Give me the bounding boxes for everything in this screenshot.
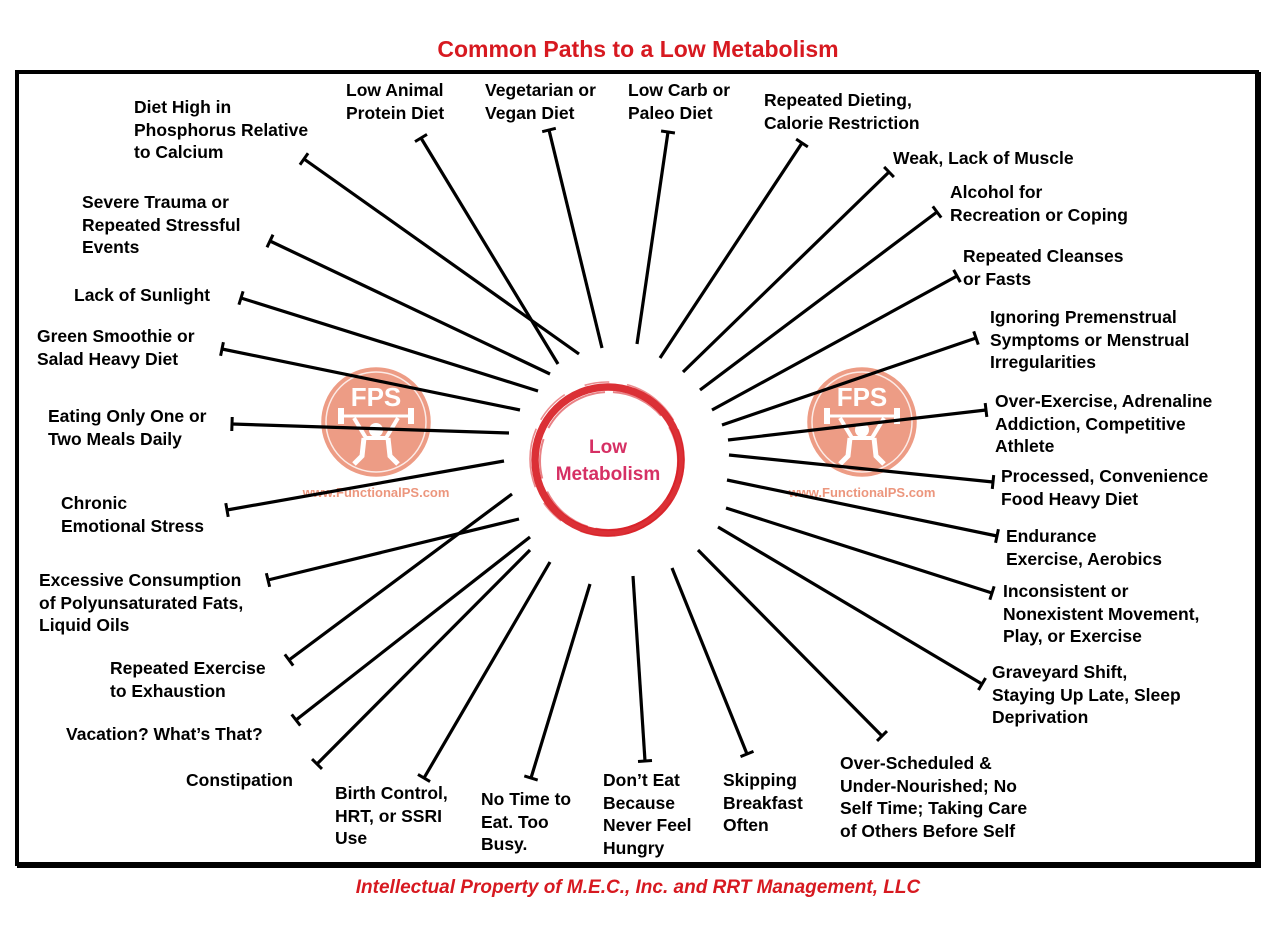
path-line-green-smoothie	[221, 347, 521, 412]
path-cap-cleanses	[952, 269, 962, 283]
center-label: Low Metabolism	[555, 437, 661, 485]
path-cap-processed-food	[990, 474, 996, 490]
path-line-skipping-breakfast	[670, 567, 749, 755]
path-cap-over-scheduled	[875, 730, 889, 742]
cause-skipping-breakfast: Skipping Breakfast Often	[723, 770, 803, 835]
cause-endurance: Endurance Exercise, Aerobics	[1006, 526, 1162, 569]
path-cap-inconsistent-movement	[988, 585, 996, 601]
path-line-weak-muscle	[681, 170, 891, 374]
cause-exercise-exhaustion: Repeated Exercise to Exhaustion	[110, 658, 266, 701]
cause-over-scheduled: Over-Scheduled & Under-Nourished; No Sel…	[840, 753, 1028, 841]
path-line-alcohol	[699, 210, 938, 392]
path-cap-never-hungry	[637, 759, 653, 763]
cause-vegetarian: Vegetarian or Vegan Diet	[485, 80, 596, 123]
path-line-no-time	[529, 583, 592, 779]
page-title: Common Paths to a Low Metabolism	[437, 36, 839, 62]
path-cap-green-smoothie	[219, 341, 225, 357]
path-line-graveyard-shift	[717, 525, 983, 686]
path-cap-endurance	[994, 528, 1000, 544]
path-cap-no-time	[523, 774, 539, 782]
path-line-over-exercise	[727, 408, 987, 442]
path-line-low-animal-protein	[419, 137, 560, 365]
cause-trauma: Severe Trauma or Repeated Stressful Even…	[82, 192, 241, 257]
path-cap-premenstrual	[972, 330, 980, 346]
cause-graveyard-shift: Graveyard Shift, Staying Up Late, Sleep …	[992, 662, 1181, 727]
cause-emotional-stress: Chronic Emotional Stress	[61, 493, 204, 536]
cause-vacation: Vacation? What’s That?	[66, 724, 263, 744]
path-cap-emotional-stress	[224, 502, 230, 518]
cause-inconsistent-movement: Inconsistent or Nonexistent Movement, Pl…	[1003, 581, 1200, 646]
path-cap-skipping-breakfast	[739, 749, 755, 759]
path-line-sunlight	[240, 296, 539, 393]
path-cap-low-carb	[660, 129, 676, 135]
cause-never-hungry: Don’t Eat Because Never Feel Hungry	[603, 770, 692, 858]
path-cap-repeated-dieting	[795, 137, 809, 149]
path-cap-vacation	[290, 713, 302, 727]
path-line-inconsistent-movement	[725, 506, 993, 595]
cause-processed-food: Processed, Convenience Food Heavy Diet	[1001, 466, 1209, 509]
path-cap-graveyard-shift	[977, 677, 987, 691]
path-line-pufa	[267, 517, 520, 582]
cause-low-carb: Low Carb or Paleo Diet	[628, 80, 731, 123]
path-line-emotional-stress	[226, 459, 505, 512]
cause-constipation: Constipation	[186, 770, 293, 790]
path-cap-sunlight	[237, 290, 245, 306]
cause-over-exercise: Over-Exercise, Adrenaline Addiction, Com…	[995, 391, 1213, 456]
path-line-premenstrual	[721, 336, 977, 427]
cause-birth-control: Birth Control, HRT, or SSRI Use	[335, 783, 448, 848]
path-cap-trauma	[265, 234, 275, 248]
fps-logo-url: www.FunctionalPS.com	[788, 485, 936, 500]
cause-pufa: Excessive Consumption of Polyunsaturated…	[39, 570, 244, 635]
cause-cleanses: Repeated Cleanses or Fasts	[963, 246, 1124, 289]
path-line-repeated-dieting	[658, 142, 804, 359]
low-metabolism-ring	[529, 381, 685, 537]
cause-phosphorus: Diet High in Phosphorus Relative to Calc…	[134, 97, 309, 162]
path-line-one-meal	[231, 422, 510, 435]
path-cap-phosphorus	[298, 152, 310, 166]
fps-logo-text: FPS	[351, 382, 402, 412]
path-line-birth-control	[422, 561, 552, 779]
fps-logo-right: FPS www.FunctionalPS.com	[788, 364, 936, 500]
path-line-vacation	[295, 535, 531, 722]
cause-premenstrual: Ignoring Premenstrual Symptoms or Menstr…	[990, 307, 1190, 372]
path-line-never-hungry	[631, 575, 647, 762]
path-line-exercise-exhaustion	[288, 492, 513, 662]
cause-no-time: No Time to Eat. Too Busy.	[481, 789, 572, 854]
path-cap-birth-control	[417, 773, 431, 783]
path-cap-low-animal-protein	[414, 133, 428, 143]
path-cap-alcohol	[931, 205, 943, 219]
path-cap-exercise-exhaustion	[283, 653, 295, 667]
cause-alcohol: Alcohol for Recreation or Coping	[950, 182, 1128, 225]
path-line-phosphorus	[303, 157, 580, 356]
path-line-endurance	[726, 478, 998, 538]
cause-weak-muscle: Weak, Lack of Muscle	[893, 148, 1074, 168]
path-line-cleanses	[711, 274, 958, 412]
cause-green-smoothie: Green Smoothie or Salad Heavy Diet	[37, 326, 195, 369]
copyright-footer: Intellectual Property of M.E.C., Inc. an…	[355, 877, 921, 898]
path-cap-vegetarian	[541, 126, 557, 134]
cause-sunlight: Lack of Sunlight	[74, 285, 211, 305]
path-line-low-carb	[635, 131, 670, 345]
path-line-vegetarian	[547, 129, 604, 349]
cause-low-animal-protein: Low Animal Protein Diet	[346, 80, 445, 123]
cause-repeated-dieting: Repeated Dieting, Calorie Restriction	[764, 90, 920, 133]
diagram-frame	[15, 70, 1259, 866]
path-line-processed-food	[728, 453, 994, 484]
path-cap-weak-muscle	[883, 165, 895, 179]
fps-logo-text: FPS	[837, 382, 888, 412]
cause-one-meal: Eating Only One or Two Meals Daily	[48, 406, 207, 449]
path-line-trauma	[269, 239, 551, 376]
path-cap-constipation	[310, 757, 324, 771]
path-cap-pufa	[264, 572, 272, 588]
path-line-over-scheduled	[696, 548, 884, 738]
path-cap-over-exercise	[983, 402, 989, 418]
path-line-constipation	[315, 548, 532, 766]
